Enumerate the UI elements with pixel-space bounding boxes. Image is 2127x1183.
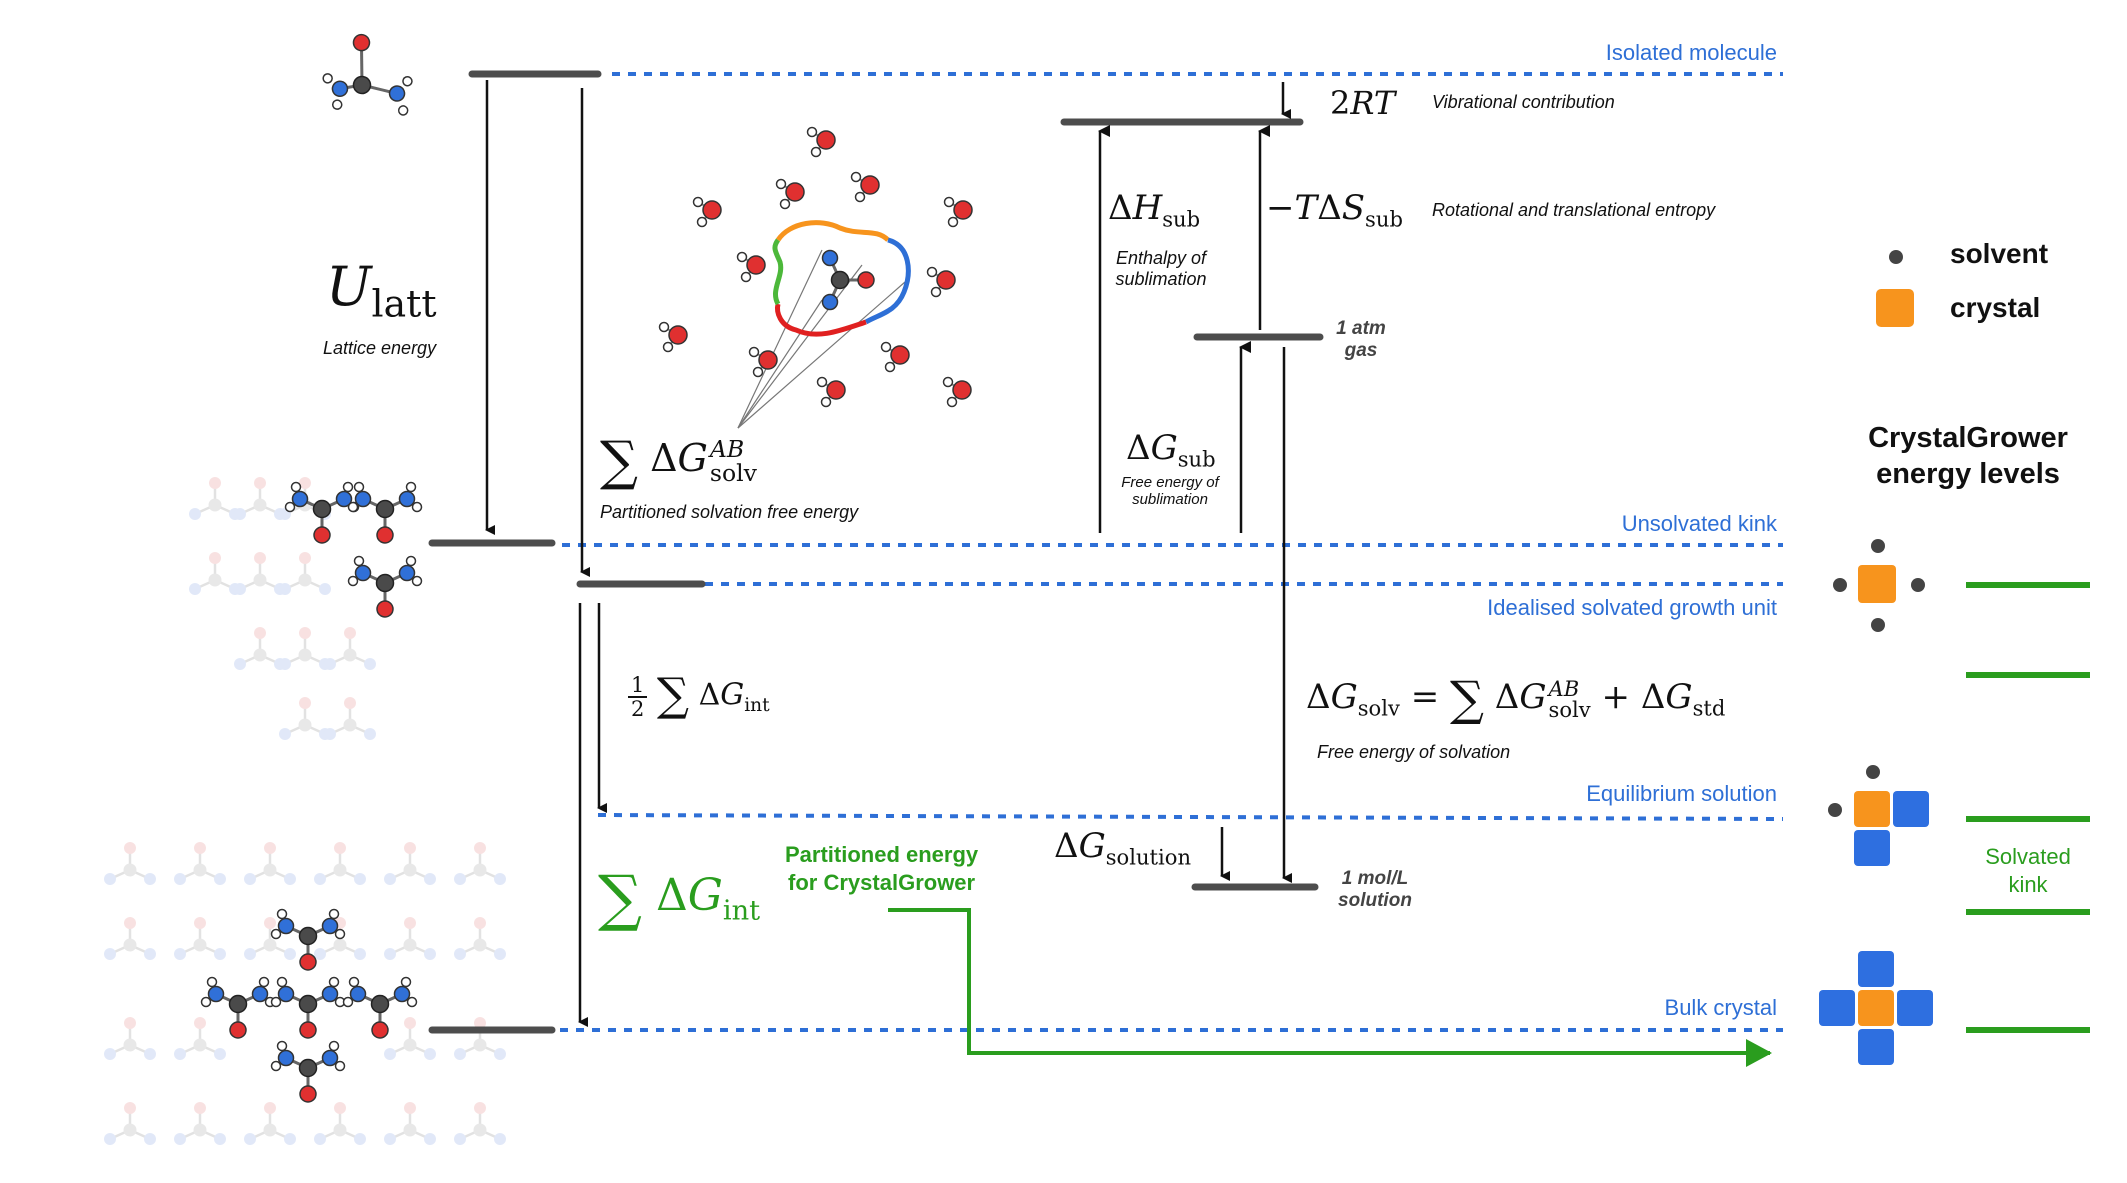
note-lattice-energy: Lattice energy [323, 338, 437, 358]
legend-solvent-label: solvent [1950, 238, 2049, 269]
math-tds-sub: −TΔSsub [1266, 188, 1403, 232]
legend-solvent-dot [1889, 250, 1903, 264]
note-partitioned-cg: Partitioned energy for CrystalGrower [785, 842, 979, 895]
cavity-orange [775, 220, 890, 242]
note-free-energy-sub: Free energy of sublimation [1121, 474, 1219, 508]
math-dg-sub: ΔGsub [1126, 428, 1216, 472]
label-bulk-crystal: Bulk crystal [1664, 995, 1777, 1020]
solvation-illustration [658, 126, 973, 429]
dotted-levels [560, 72, 1784, 1032]
cg-levels [1966, 582, 2090, 1033]
math-dg-solution: ΔGsolution [1054, 826, 1192, 870]
note-enthalpy-sub: Enthalpy of sublimation [1115, 248, 1207, 289]
note-partitioned-solvation: Partitioned solvation free energy [600, 502, 859, 522]
legend-crystal-label: crystal [1950, 292, 2041, 323]
arrows [485, 80, 1292, 1027]
cg-icon-bulk-crystal [1819, 951, 1933, 1065]
water-molecules [658, 126, 973, 408]
note-free-energy-solv: Free energy of solvation [1317, 742, 1511, 762]
note-rot-trans: Rotational and translational entropy [1432, 200, 1716, 220]
cavity-red [775, 303, 867, 337]
dotted-equilibrium-solution [597, 813, 1784, 821]
level-bars [428, 70, 1324, 1034]
bulk-crystal-molecules [200, 908, 418, 1104]
math-sum-int: ∑ ΔGint [598, 862, 761, 934]
cavity-blue [864, 237, 911, 325]
cavity-lines [737, 249, 906, 429]
note-atm-gas: 1 atm gas [1336, 318, 1386, 361]
note-vibrational: Vibrational contribution [1432, 92, 1615, 112]
math-2rt: 2RT [1330, 84, 1396, 122]
cg-icon-growth-unit [1833, 539, 1925, 632]
arrow-crystalgrower [888, 908, 1772, 1067]
legend-crystal-square [1876, 289, 1914, 327]
cavity-green [772, 238, 784, 306]
label-equilibrium-solution: Equilibrium solution [1586, 781, 1777, 806]
math-ulatt: Ulatt [326, 255, 437, 326]
label-unsolvated-kink: Unsolvated kink [1621, 511, 1777, 536]
cg-title: CrystalGrower energy levels [1868, 422, 2068, 491]
label-isolated-molecule: Isolated molecule [1605, 40, 1777, 65]
note-mol-solution: 1 mol/L solution [1338, 868, 1412, 911]
math-dh-sub: ΔHsub [1108, 188, 1201, 232]
isolated-molecule-icon [322, 33, 413, 116]
cg-solvated-kink-label: Solvated kink [1985, 844, 2071, 897]
label-solvated-growth-unit: Idealised solvated growth unit [1487, 595, 1777, 620]
cg-icon-solvated-kink [1828, 765, 1929, 866]
ghost-lattice-upper [187, 475, 378, 742]
kink-molecules [284, 481, 423, 619]
